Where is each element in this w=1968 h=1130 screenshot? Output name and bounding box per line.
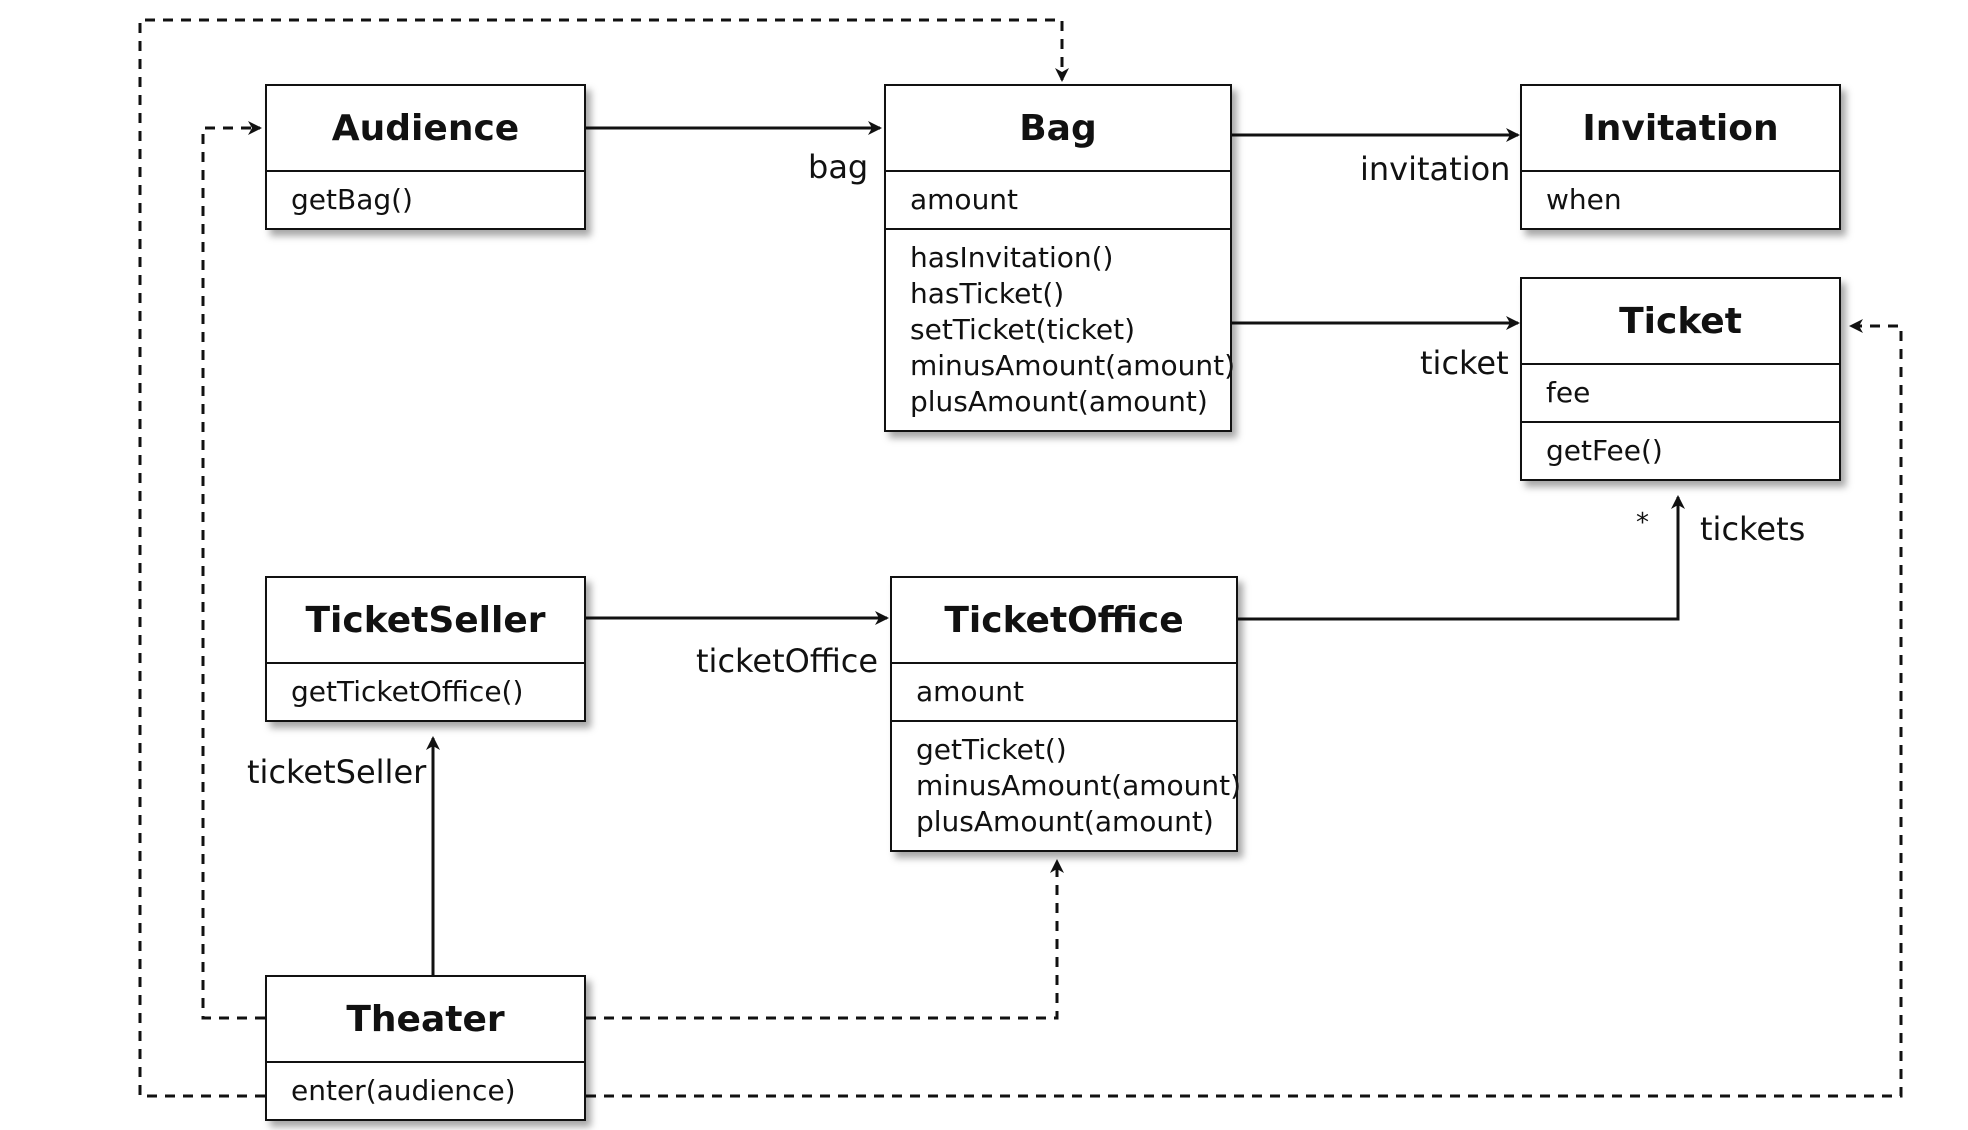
method: minusAmount(amount) [910,349,1236,382]
attribute: fee [1546,376,1591,409]
class-ticketseller: TicketSeller getTicketOffice() [265,576,586,722]
class-name: Ticket [1522,279,1839,365]
attributes-section: when [1522,172,1839,228]
method: hasInvitation() [910,241,1114,274]
theater-ticket-dependency [586,319,1903,1098]
class-theater: Theater enter(audience) [265,975,586,1121]
method: getTicket() [916,733,1067,766]
class-name: Theater [267,977,584,1063]
class-name: Invitation [1522,86,1839,172]
attributes-section: amount [886,172,1230,228]
methods-section: getTicketOffice() [267,664,584,720]
method: setTicket(ticket) [910,313,1136,346]
class-invitation: Invitation when [1520,84,1841,230]
class-name: TicketOffice [892,578,1236,664]
multiplicity-label: * [1636,508,1649,538]
role-label-ticketseller: ticketSeller [247,753,427,791]
ticketoffice-ticket-association [1237,495,1685,621]
method: plusAmount(amount) [916,805,1214,838]
methods-section: enter(audience) [267,1063,584,1119]
method: enter(audience) [291,1074,516,1107]
methods-section: getBag() [267,172,584,228]
method: minusAmount(amount) [916,769,1242,802]
method: getTicketOffice() [291,675,524,708]
attribute: amount [910,183,1019,216]
methods-section: getFee() [1522,421,1839,479]
attribute: amount [916,675,1025,708]
role-label-bag: bag [808,148,869,186]
class-bag: Bag amount hasInvitation() hasTicket() s… [884,84,1236,432]
class-audience: Audience getBag() [265,84,586,230]
attribute: when [1546,183,1622,216]
class-name: Bag [886,86,1230,172]
role-label-invitation: invitation [1360,150,1511,188]
method: getFee() [1546,434,1663,467]
methods-section: hasInvitation() hasTicket() setTicket(ti… [886,228,1236,430]
class-ticketoffice: TicketOffice amount getTicket() minusAmo… [890,576,1242,852]
theater-ticketoffice-dependency [586,859,1064,1020]
role-label-tickets: tickets [1700,510,1806,548]
class-name: TicketSeller [267,578,584,664]
theater-audience-dependency [201,121,265,1020]
methods-section: getTicket() minusAmount(amount) plusAmou… [892,720,1242,850]
class-name: Audience [267,86,584,172]
method: hasTicket() [910,277,1065,310]
attributes-section: fee [1522,365,1839,421]
role-label-ticket: ticket [1420,344,1509,382]
attributes-section: amount [892,664,1236,720]
role-label-ticketoffice: ticketOffice [696,642,879,680]
method: getBag() [291,183,413,216]
theater-bag-dependency [138,18,1069,1098]
class-ticket: Ticket fee getFee() [1520,277,1841,481]
method: plusAmount(amount) [910,385,1208,418]
